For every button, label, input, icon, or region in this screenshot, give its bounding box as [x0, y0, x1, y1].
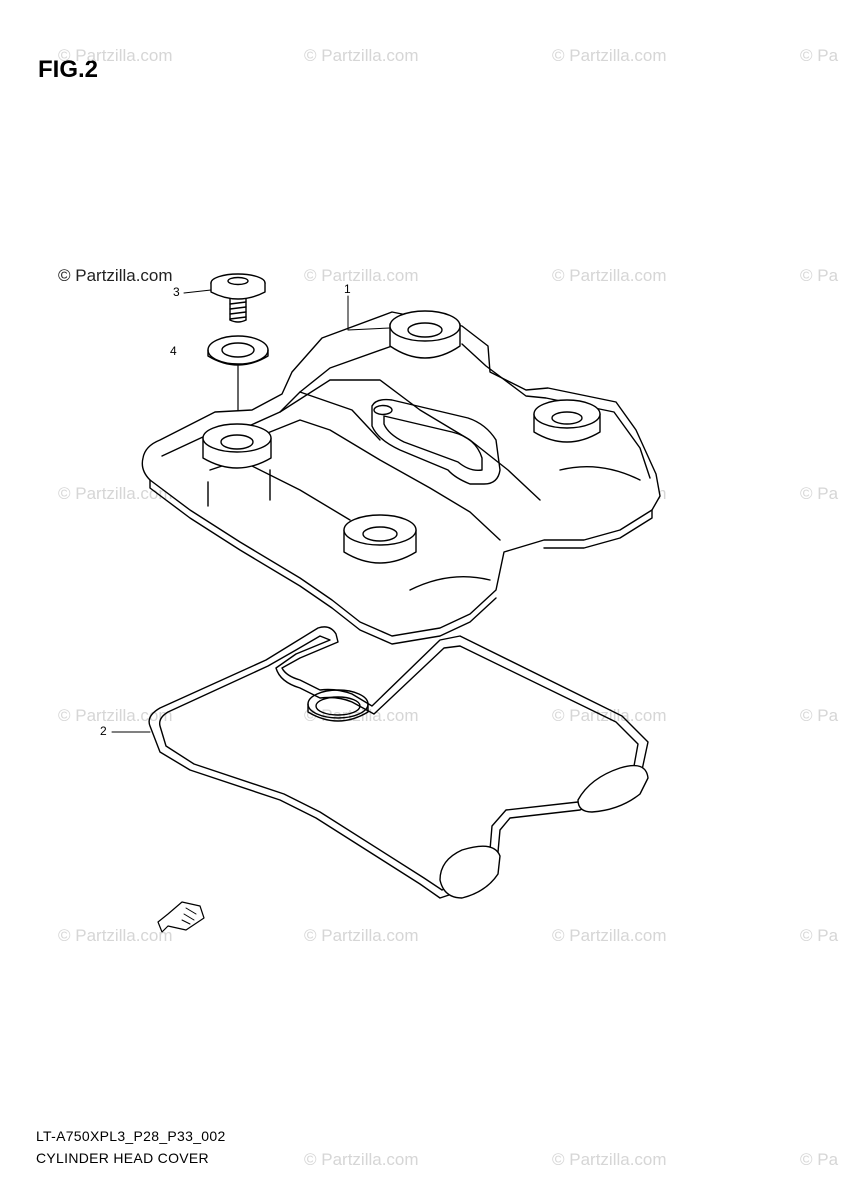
watermark: © Partzilla.com	[304, 1150, 419, 1169]
callout-number-1: 1	[344, 282, 351, 296]
watermark: © Partzilla.com	[304, 266, 419, 285]
gasket-part-2[interactable]	[148, 626, 649, 899]
plug-hole-top	[389, 310, 461, 359]
diagram-code: LT-A750XPL3_P28_P33_002	[36, 1128, 226, 1144]
watermark: © Pa	[800, 926, 839, 945]
watermark: © Pa	[800, 46, 839, 65]
watermark: © Partzilla.com	[552, 706, 667, 725]
watermark: © Partzilla.com	[58, 706, 173, 725]
callout-leader-1	[347, 295, 391, 331]
cylinder-head-cover-part-1[interactable]	[141, 310, 661, 645]
watermark: © Pa	[800, 484, 839, 503]
watermark: © Partzilla.com	[304, 46, 419, 65]
watermark: © Pa	[800, 266, 839, 285]
watermark: © Partzilla.com	[58, 266, 173, 285]
watermark: © Partzilla.com	[58, 46, 173, 65]
figure-title: FIG.2	[38, 56, 99, 83]
callout-number-2: 2	[100, 724, 107, 738]
watermark: © Pa	[800, 706, 839, 725]
watermark: © Partzilla.com	[552, 266, 667, 285]
washer-part-4[interactable]	[207, 335, 269, 366]
callout-leader-3	[183, 289, 212, 294]
watermark: © Partzilla.com	[304, 926, 419, 945]
plug-hole-left	[202, 423, 272, 469]
bolt-part-3[interactable]	[210, 273, 266, 323]
watermark: © Pa	[800, 1150, 839, 1169]
diagram-name: CYLINDER HEAD COVER	[36, 1150, 209, 1166]
watermark: © Partzilla.com	[58, 484, 173, 503]
forward-direction-arrow-icon	[157, 901, 205, 933]
watermark: © Partzilla.com	[552, 926, 667, 945]
plug-hole-right	[533, 399, 601, 443]
callout-number-3: 3	[173, 285, 180, 299]
plug-hole-front	[343, 514, 417, 564]
watermark: © Partzilla.com	[552, 1150, 667, 1169]
watermark: © Partzilla.com	[552, 46, 667, 65]
watermark: © Partzilla.com	[58, 926, 173, 945]
callout-number-4: 4	[170, 344, 177, 358]
